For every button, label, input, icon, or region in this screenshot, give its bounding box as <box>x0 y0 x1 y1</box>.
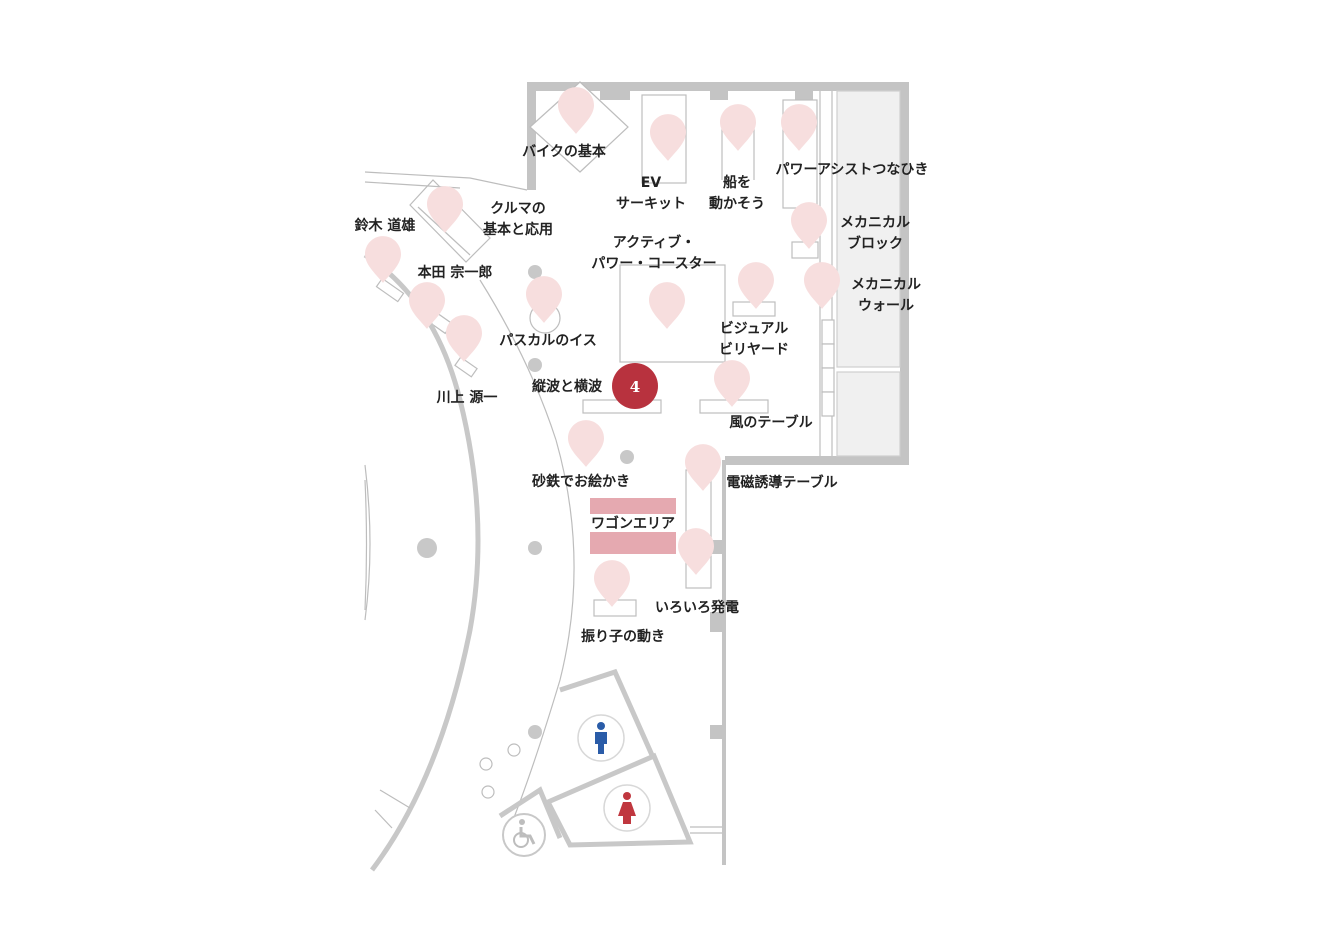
map-pin-icon[interactable] <box>649 282 685 329</box>
pillars <box>417 265 634 799</box>
map-pin-icon[interactable] <box>446 315 482 362</box>
label-pascal[interactable]: パスカルのイス <box>499 333 597 349</box>
label-coaster-line1[interactable]: アクティブ・ <box>613 234 695 251</box>
label-wind[interactable]: 風のテーブル <box>729 414 812 431</box>
label-car-line1[interactable]: クルマの <box>490 201 546 217</box>
label-coaster-line2[interactable]: パワー・コースター <box>591 256 716 272</box>
wagon-area <box>590 498 676 554</box>
label-pendulum[interactable]: 振り子の動き <box>581 628 665 645</box>
label-em-table[interactable]: 電磁誘導テーブル <box>726 474 837 491</box>
map-pin-icon[interactable] <box>526 276 562 323</box>
label-mech-wall-line2[interactable]: ウォール <box>858 298 914 314</box>
label-ev-line1[interactable]: EV <box>641 175 662 191</box>
current-location-marker[interactable]: 4 <box>612 363 658 409</box>
female-restroom-icon[interactable] <box>603 784 651 832</box>
map-pin-icon[interactable] <box>804 262 840 309</box>
label-suzuki[interactable]: 鈴木 道雄 <box>355 217 416 234</box>
map-pin-icon[interactable] <box>720 104 756 151</box>
label-billiard-line2[interactable]: ビリヤード <box>719 342 789 358</box>
label-billiard-line1[interactable]: ビジュアル <box>720 321 789 337</box>
label-mech-wall-line1[interactable]: メカニカル <box>851 277 921 293</box>
label-ship-line2[interactable]: 動かそう <box>709 195 765 212</box>
label-ev-line2[interactable]: サーキット <box>616 196 686 212</box>
storage-area <box>819 90 901 457</box>
label-honda[interactable]: 本田 宗一郎 <box>418 264 493 281</box>
map-pin-icon[interactable] <box>568 420 604 467</box>
label-ship-line1[interactable]: 船を <box>723 174 751 191</box>
exhibit-labels: バイクの基本 EV サーキット 船を 動かそう パワーアシストつなひき クルマの… <box>355 143 929 645</box>
label-mech-block-line2[interactable]: ブロック <box>847 235 903 252</box>
wheelchair-icon[interactable] <box>502 813 546 857</box>
map-pin-icon[interactable] <box>365 236 401 283</box>
building-walls <box>527 82 909 865</box>
label-sand[interactable]: 砂鉄でお絵かき <box>531 473 630 490</box>
label-power-assist[interactable]: パワーアシストつなひき <box>776 162 929 178</box>
male-restroom-icon[interactable] <box>577 714 625 762</box>
marker-number: 4 <box>630 378 640 396</box>
label-car-line2[interactable]: 基本と応用 <box>483 221 553 238</box>
label-power-gen[interactable]: いろいろ発電 <box>655 599 739 616</box>
label-mech-block-line1[interactable]: メカニカル <box>840 215 910 231</box>
label-bike[interactable]: バイクの基本 <box>522 143 607 160</box>
label-waves[interactable]: 縦波と横波 <box>532 378 603 395</box>
label-wagon[interactable]: ワゴンエリア <box>591 515 675 532</box>
label-kawakami[interactable]: 川上 源一 <box>436 389 498 406</box>
